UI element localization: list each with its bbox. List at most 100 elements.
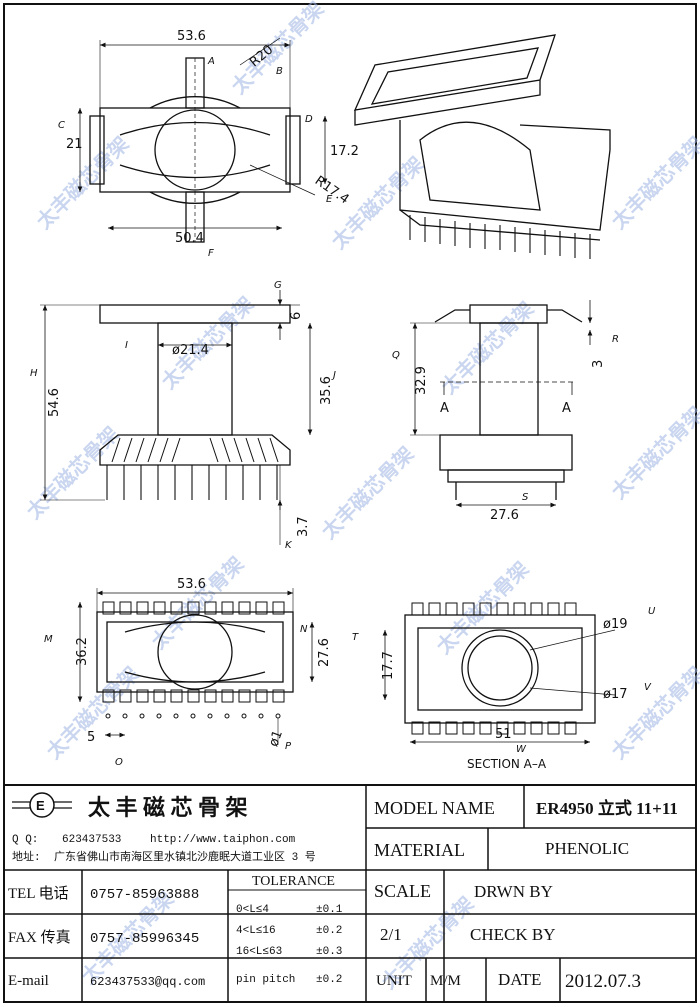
email-label: E-mail — [8, 973, 49, 989]
dim-text: 5 — [87, 730, 95, 745]
front-view-dims: 6 ø21.4 54.6 35.6 3.7 G I J H K — [30, 280, 336, 551]
marker-letter: H — [30, 368, 38, 379]
address-label: 地址: — [12, 849, 41, 864]
website-text: http://www.taiphon.com — [150, 834, 296, 846]
watermark-text: 太丰磁芯骨架 — [227, 0, 329, 99]
marker-letter: F — [208, 248, 214, 259]
marker-letter: M — [44, 634, 53, 645]
date-value: 2012.07.3 — [565, 971, 641, 992]
section-view-dims: ø19 17.7 ø17 51 U T V W SECTION A–A — [352, 606, 656, 771]
unit-value: M/M — [430, 973, 461, 989]
watermark-text: 太丰磁芯骨架 — [607, 402, 700, 504]
marker-letter: P — [285, 741, 292, 752]
sheet-border — [3, 3, 697, 1003]
dim-text: 6 — [289, 312, 304, 320]
company-name: 太 丰 磁 芯 骨 架 — [88, 795, 248, 820]
dim-text: 50.4 — [175, 231, 204, 246]
tel-value: 0757-85963888 — [90, 887, 199, 903]
dim-text: 27.6 — [317, 638, 332, 667]
qq-label: Q Q: — [12, 834, 38, 846]
marker-letter: B — [276, 66, 283, 77]
material-value: PHENOLIC — [545, 839, 629, 858]
scale-label: SCALE — [374, 881, 431, 901]
top-view — [77, 37, 328, 243]
section-mark: A — [440, 401, 449, 416]
dim-text: ø21.4 — [172, 343, 209, 358]
model-value: ER4950 立式 11+11 — [536, 798, 678, 818]
tolerance-range: pin pitch — [236, 974, 295, 986]
dim-text: 17.2 — [330, 144, 359, 159]
bottom-view-dims: 53.6 36.2 27.6 5 ø1 M N O P — [44, 577, 332, 768]
dim-text: 53.6 — [177, 29, 206, 44]
dim-text: 3.7 — [296, 516, 311, 537]
fax-label: FAX 传真 — [8, 928, 71, 946]
marker-letter: R — [612, 334, 619, 345]
tolerance-value: ±0.1 — [316, 904, 343, 916]
qq-value: 623437533 — [62, 834, 121, 846]
title-block-text: 太 丰 磁 芯 骨 架 Q Q: 623437533 http://www.ta… — [8, 795, 678, 992]
section-mark: A — [562, 401, 571, 416]
dim-text: 51 — [495, 727, 512, 742]
section-view — [382, 602, 616, 745]
dim-text: ø1 — [266, 728, 286, 748]
tolerance-range: 4<L≤16 — [236, 925, 276, 937]
unit-label: UNIT — [376, 973, 412, 989]
check-by-label: CHECK BY — [470, 925, 555, 944]
date-label: DATE — [498, 970, 541, 989]
side-view — [410, 300, 593, 508]
dim-text: ø17 — [603, 687, 628, 702]
svg-text:E: E — [36, 798, 45, 813]
marker-letter: K — [285, 540, 293, 551]
marker-letter: A — [207, 56, 215, 67]
dim-text: 27.6 — [490, 508, 519, 523]
address-text: 广东省佛山市南海区里水镇北沙鹿眠大道工业区 3 号 — [54, 849, 316, 864]
dim-text: 17.7 — [381, 651, 396, 680]
tolerance-value: ±0.2 — [316, 925, 342, 937]
marker-letter: V — [644, 682, 652, 693]
tolerance-title: TOLERANCE — [252, 874, 335, 889]
dim-text: 36.2 — [75, 637, 90, 666]
dim-text: 35.6 — [319, 376, 334, 405]
dim-text: 32.9 — [414, 366, 429, 395]
model-label: MODEL NAME — [374, 798, 495, 818]
marker-letter: I — [125, 340, 128, 351]
marker-letter: E — [326, 194, 333, 205]
dim-text: 21 — [66, 137, 83, 152]
watermark-text: 太丰磁芯骨架 — [42, 662, 144, 764]
tolerance-range: 16<L≤63 — [236, 946, 282, 958]
watermark-text: 太丰磁芯骨架 — [22, 422, 124, 524]
tolerance-value: ±0.2 — [316, 974, 342, 986]
marker-letter: J — [331, 370, 336, 381]
marker-letter: T — [352, 632, 359, 643]
watermark-text: 太丰磁芯骨架 — [432, 557, 534, 659]
isometric-view — [353, 34, 611, 259]
watermark-text: 太丰磁芯骨架 — [607, 132, 700, 234]
section-caption: SECTION A–A — [467, 757, 547, 771]
dim-text: ø19 — [603, 617, 628, 632]
email-value: 623437533@qq.com — [90, 975, 205, 989]
bottom-view — [77, 588, 315, 745]
marker-letter: C — [58, 120, 65, 131]
dim-text: 54.6 — [47, 388, 62, 417]
marker-letter: U — [648, 606, 656, 617]
tolerance-value: ±0.3 — [316, 946, 342, 958]
marker-letter: Q — [392, 350, 400, 361]
watermark-text: 太丰磁芯骨架 — [607, 662, 700, 764]
marker-letter: O — [115, 757, 123, 768]
side-view-dims: 32.9 3 27.6 Q R S A A — [392, 334, 619, 523]
dim-text: 3 — [591, 360, 606, 368]
marker-letter: N — [300, 624, 308, 635]
marker-letter: G — [274, 280, 282, 291]
scale-value: 2/1 — [380, 925, 402, 944]
marker-letter: S — [522, 492, 529, 503]
tel-label: TEL 电话 — [8, 885, 69, 902]
company-logo: E — [12, 792, 72, 818]
material-label: MATERIAL — [374, 840, 465, 860]
marker-letter: W — [516, 744, 527, 755]
drawn-by-label: DRWN BY — [474, 882, 553, 901]
tolerance-range: 0<L≤4 — [236, 904, 269, 916]
dim-text: 53.6 — [177, 577, 206, 592]
marker-letter: D — [305, 114, 313, 125]
front-view — [40, 290, 313, 545]
